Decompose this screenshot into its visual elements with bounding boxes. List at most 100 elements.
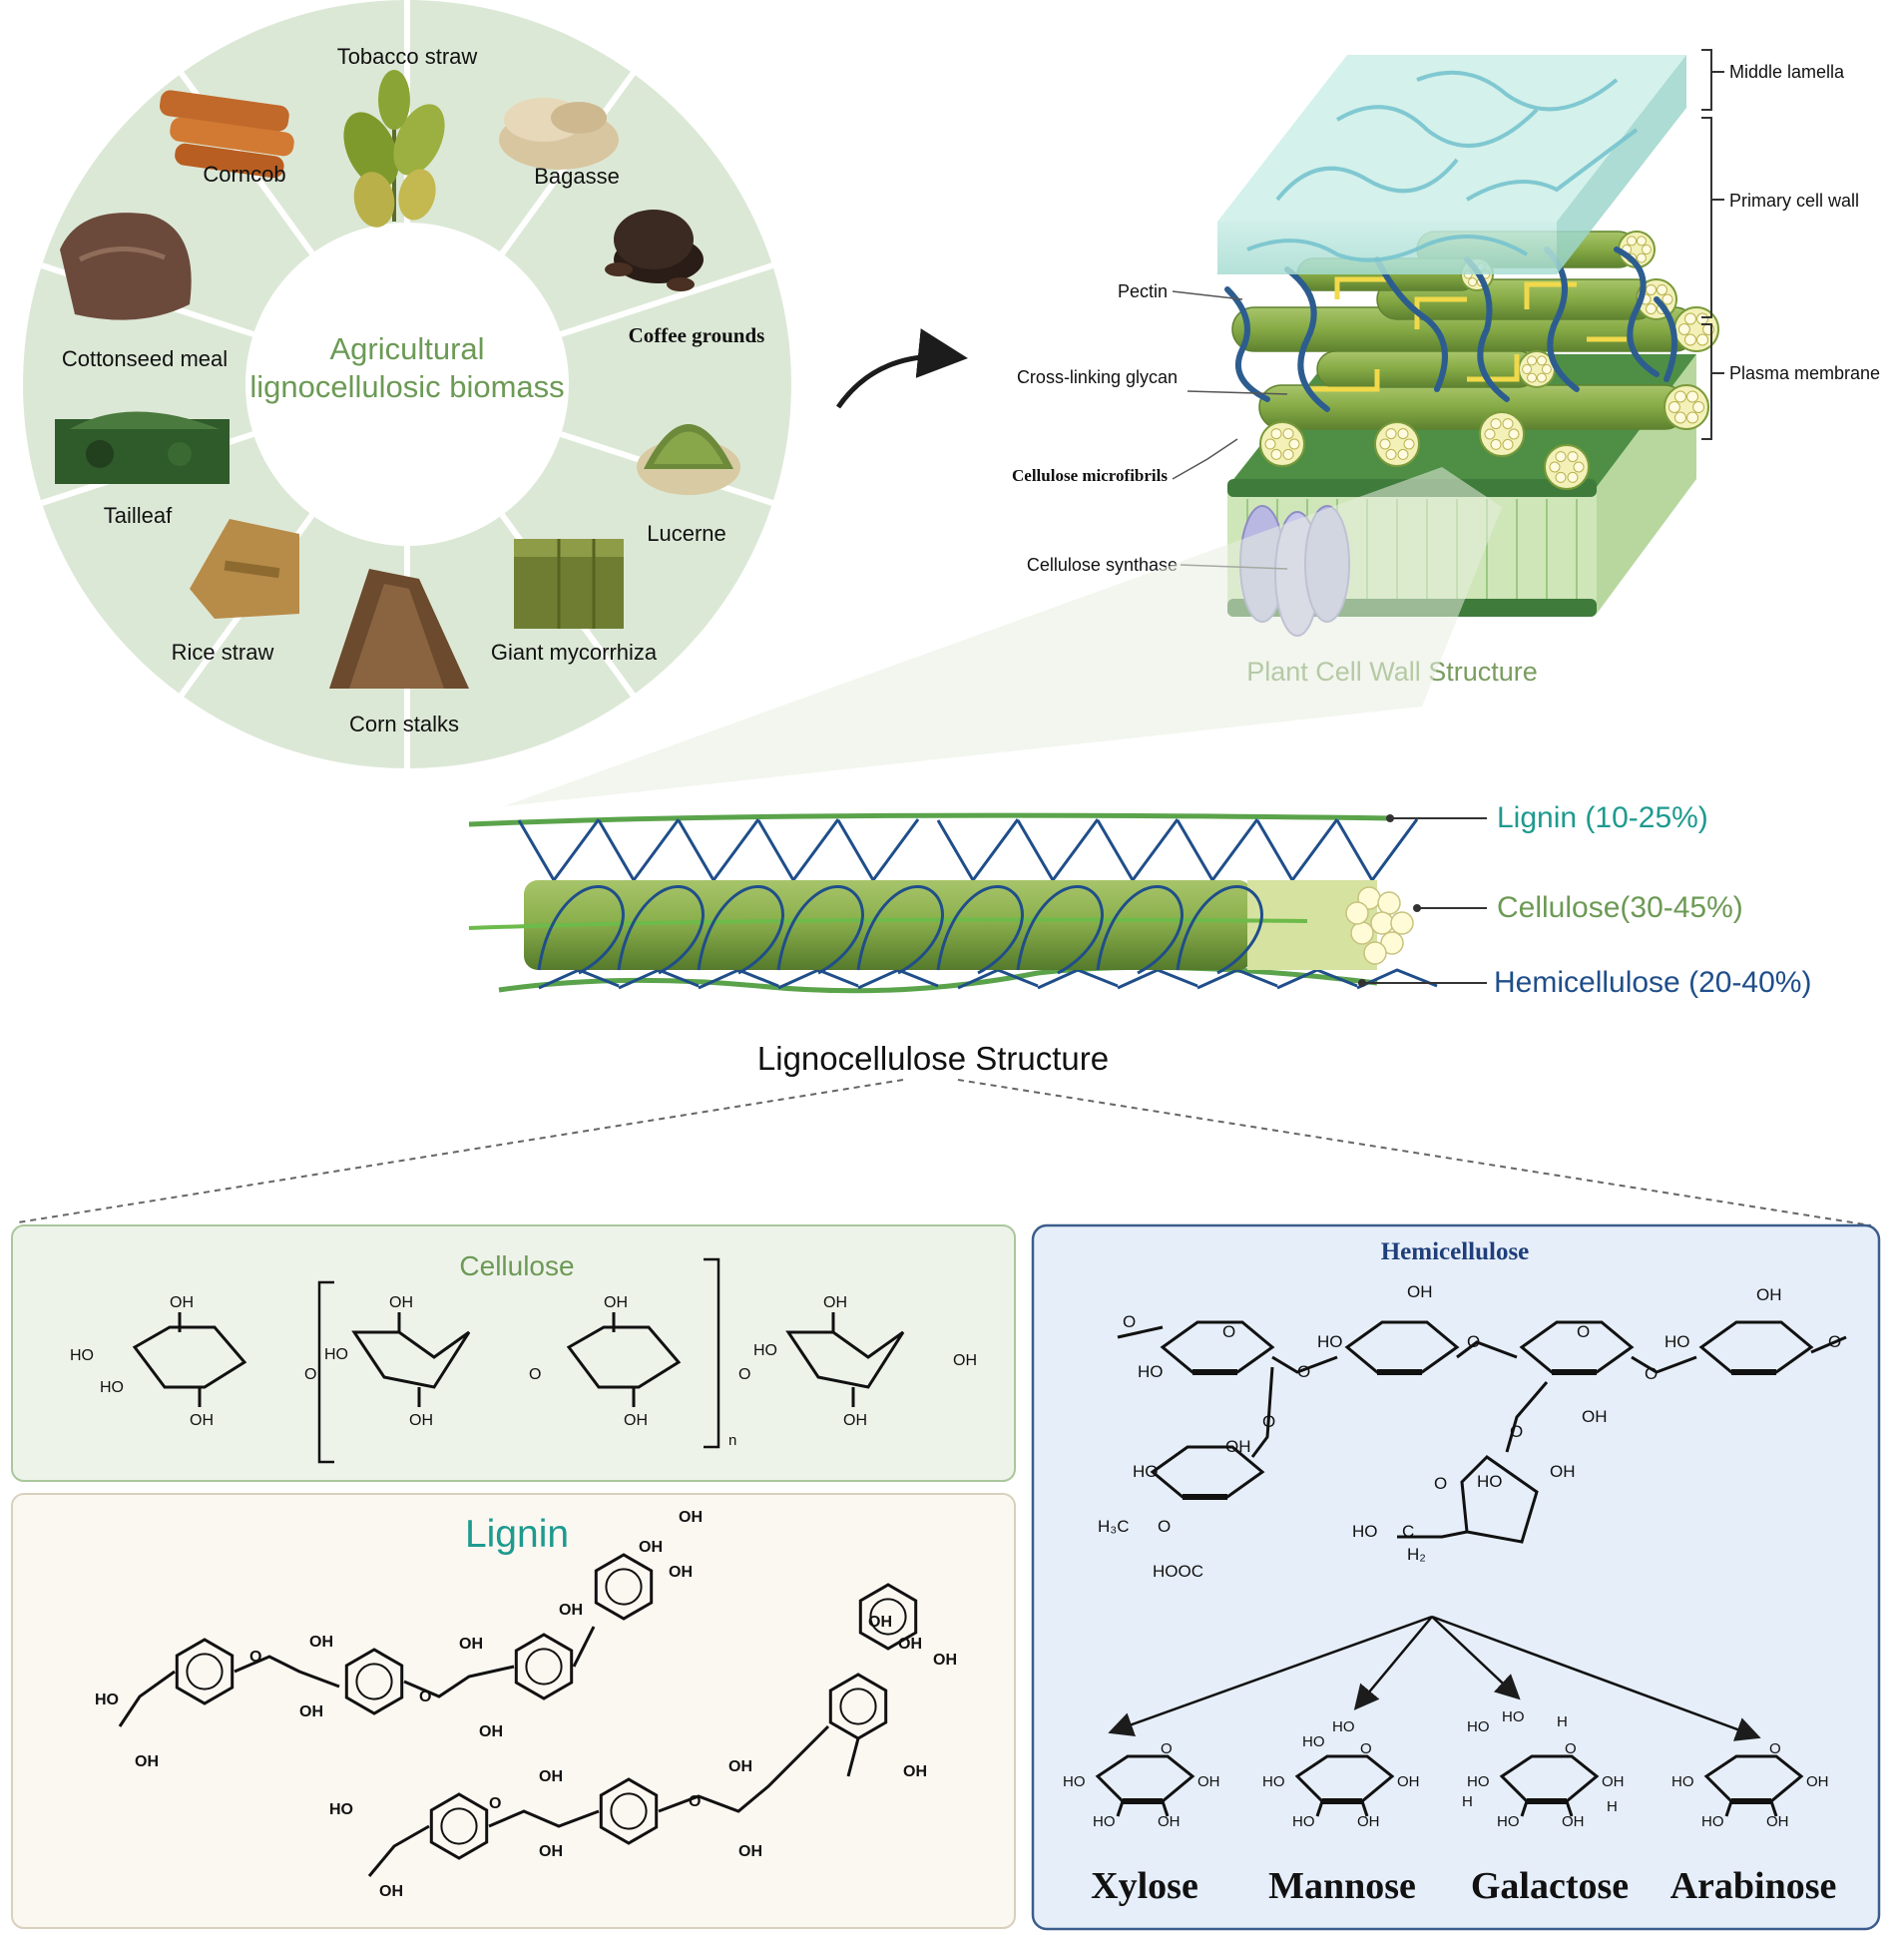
repeat-unit-n: n [728, 1432, 736, 1449]
wheel-label-5: Corn stalks [349, 712, 459, 736]
svg-text:OH: OH [379, 1883, 403, 1900]
lignin-top-strand [468, 812, 1393, 827]
wheel-label-6: Rice straw [172, 640, 274, 665]
svg-text:HOOC: HOOC [1153, 1562, 1203, 1581]
wheel-center [245, 223, 569, 546]
cellulose-bundle [524, 880, 1252, 970]
hay-bale-icon [514, 539, 624, 629]
svg-text:HO: HO [1317, 1332, 1343, 1351]
sugar-name-arabinose: Arabinose [1670, 1865, 1837, 1907]
svg-text:O: O [1123, 1312, 1136, 1331]
wheel-label-8: Cottonseed meal [62, 346, 228, 371]
lignocellulose-diagram: Lignin (10-25%) Cellulose(30-45%) Hemice… [468, 801, 1811, 1077]
svg-text:HO: HO [329, 1801, 353, 1818]
svg-text:OH: OH [559, 1602, 583, 1619]
label-middle-lamella: Middle lamella [1729, 62, 1845, 82]
svg-text:H: H [1607, 1798, 1618, 1815]
svg-text:O: O [1262, 1412, 1275, 1431]
svg-text:OH: OH [679, 1509, 703, 1526]
svg-text:OH: OH [604, 1294, 628, 1311]
svg-text:O: O [1434, 1474, 1447, 1493]
repeat-bracket-right [704, 1257, 720, 1449]
label-hemicellulose-percent: Hemicellulose (20-40%) [1494, 966, 1811, 999]
svg-text:OH: OH [728, 1758, 752, 1775]
label-lignin-percent: Lignin (10-25%) [1497, 801, 1708, 834]
lignin-bottom-strand [498, 964, 1378, 994]
svg-text:O: O [529, 1366, 541, 1383]
svg-text:O: O [1769, 1740, 1781, 1757]
label-plasma-membrane: Plasma membrane [1729, 363, 1880, 383]
svg-text:O: O [249, 1649, 261, 1666]
hemicellulose-structure [1117, 1320, 1847, 1544]
label-cross-linking-glycan: Cross-linking glycan [1017, 367, 1178, 387]
svg-text:HO: HO [1302, 1733, 1325, 1750]
seed-cake-icon [60, 213, 192, 320]
lignocellulose-title: Lignocellulose Structure [757, 1040, 1109, 1077]
svg-text:HO: HO [1671, 1773, 1694, 1790]
svg-text:OH: OH [903, 1763, 927, 1780]
middle-lamella-side [1557, 55, 1686, 274]
svg-text:OH: OH [135, 1753, 159, 1770]
wheel-center-title-line2: lignocellulosic biomass [249, 369, 564, 404]
svg-text:HO: HO [753, 1342, 777, 1359]
svg-text:H₂: H₂ [1407, 1545, 1426, 1564]
svg-text:HO: HO [70, 1347, 94, 1364]
zoom-dashes [17, 1079, 1872, 1226]
svg-text:OH: OH [459, 1636, 483, 1653]
svg-text:OH: OH [1766, 1813, 1789, 1830]
svg-text:OH: OH [639, 1539, 663, 1556]
straw-bundle-icon [190, 519, 299, 619]
wheel-label-9: Corncob [203, 162, 285, 187]
biomass-wheel: Agricultural lignocellulosic biomass [23, 0, 791, 768]
sugar-name-galactose: Galactose [1471, 1865, 1629, 1907]
svg-text:O: O [689, 1793, 701, 1810]
svg-text:OH: OH [389, 1294, 413, 1311]
label-pectin: Pectin [1118, 281, 1168, 301]
svg-text:OH: OH [1756, 1285, 1782, 1304]
svg-text:OH: OH [1197, 1773, 1220, 1790]
svg-text:HO: HO [1093, 1813, 1116, 1830]
svg-text:O: O [738, 1366, 750, 1383]
svg-text:O: O [1161, 1740, 1173, 1757]
svg-text:OH: OH [1562, 1813, 1585, 1830]
zoom-connector [504, 467, 1502, 806]
svg-text:O: O [1467, 1332, 1480, 1351]
wheel-label-0: Tobacco straw [337, 44, 478, 69]
svg-text:O: O [1222, 1322, 1235, 1341]
monosaccharide-rings [1095, 1754, 1804, 1817]
wheel-label-7: Tailleaf [104, 503, 173, 528]
cellulose-fibril-ends [1345, 886, 1414, 965]
hemicellulose-wraps [537, 885, 1263, 975]
dried-leaves-icon [55, 411, 230, 484]
svg-text:OH: OH [1357, 1813, 1380, 1830]
svg-text:HO: HO [1063, 1773, 1086, 1790]
svg-text:OH: OH [1407, 1282, 1433, 1301]
middle-lamella-front [1217, 222, 1557, 274]
svg-text:OH: OH [843, 1412, 867, 1429]
repeat-bracket-left [317, 1280, 334, 1464]
svg-text:O: O [1577, 1322, 1590, 1341]
sugar-name-mannose: Mannose [1268, 1865, 1416, 1907]
svg-text:HO: HO [1701, 1813, 1724, 1830]
hydrolysis-arrows [1108, 1615, 1761, 1741]
cell-wall-diagram: Middle lamella Primary cell wall Plasma … [1012, 49, 1880, 687]
svg-text:OH: OH [953, 1352, 977, 1369]
svg-text:OH: OH [823, 1294, 847, 1311]
svg-text:OH: OH [479, 1723, 503, 1740]
cellulose-panel [11, 1224, 1016, 1482]
svg-text:HO: HO [95, 1692, 119, 1708]
svg-text:HO: HO [100, 1379, 124, 1396]
svg-text:O: O [419, 1689, 431, 1705]
svg-text:OH: OH [309, 1634, 333, 1651]
svg-text:OH: OH [1806, 1773, 1829, 1790]
svg-text:HO: HO [1352, 1522, 1378, 1541]
svg-text:O: O [1360, 1740, 1372, 1757]
svg-text:OH: OH [190, 1412, 214, 1429]
svg-text:H: H [1462, 1793, 1473, 1810]
lignin-panel-title: Lignin [465, 1513, 569, 1556]
corn-stalk-bundle-icon [329, 569, 469, 689]
